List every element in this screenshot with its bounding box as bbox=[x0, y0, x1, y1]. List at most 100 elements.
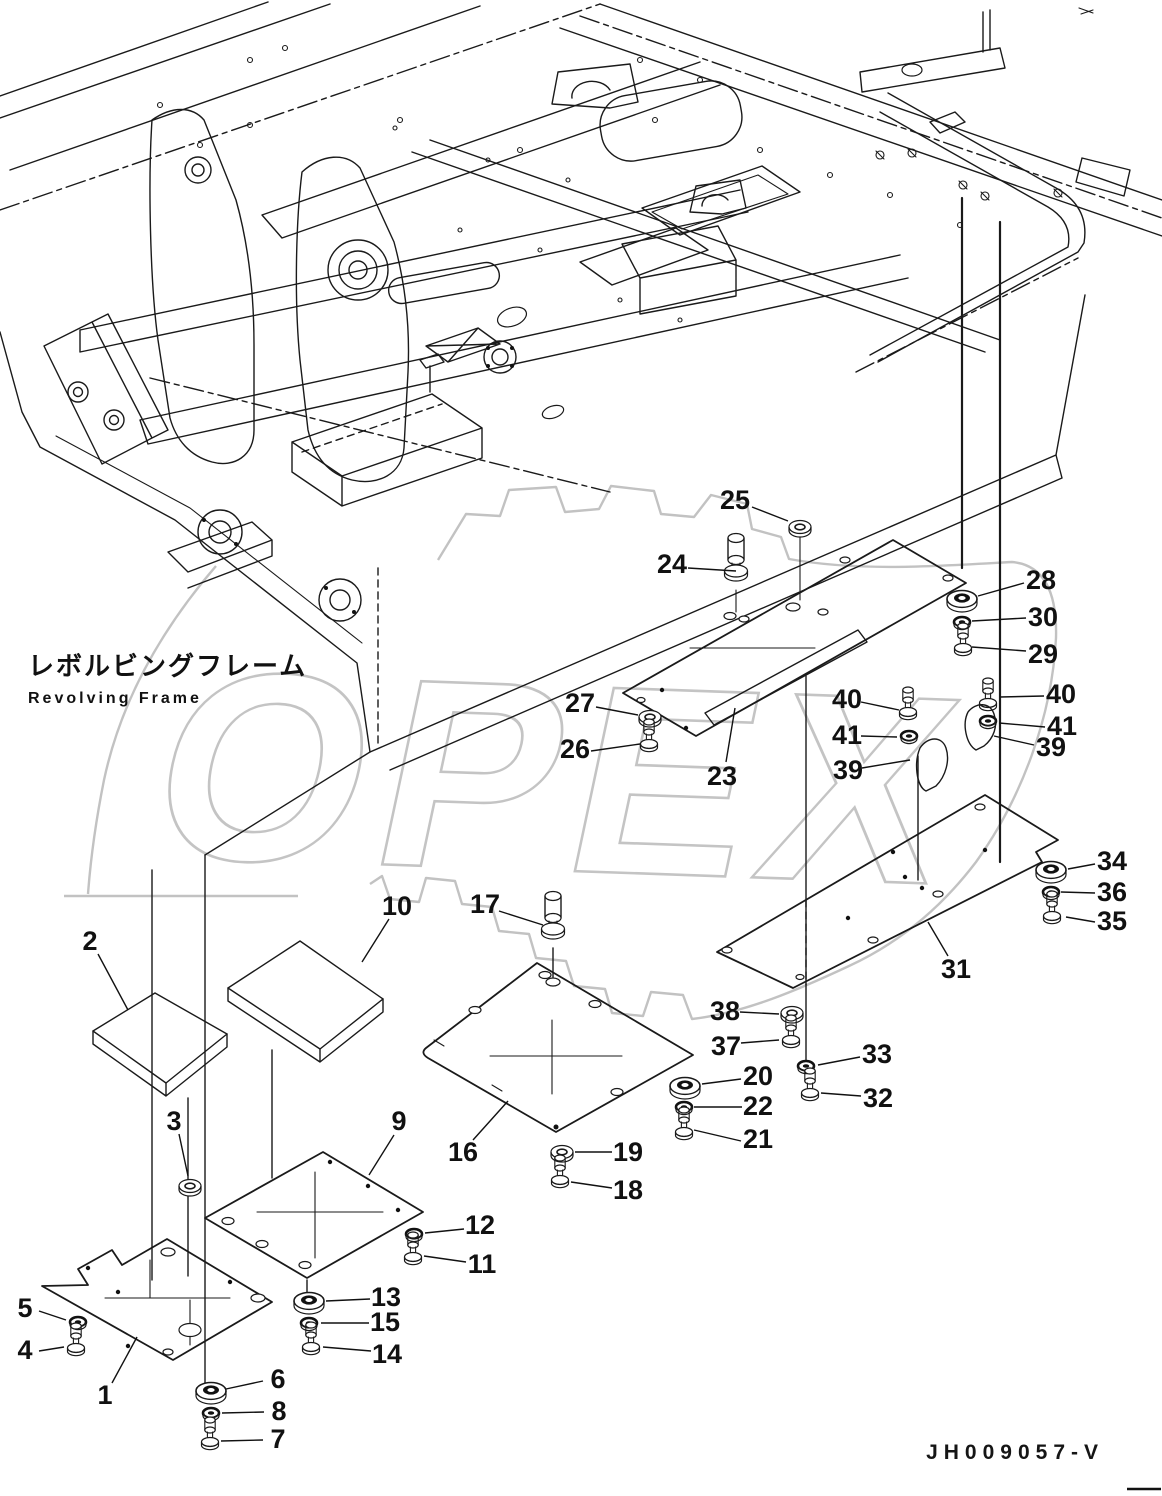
cover-plates bbox=[41, 539, 1059, 1361]
callouts-layer: 1234567891011121314151617181920212223242… bbox=[17, 485, 1127, 1454]
callout-leader-5 bbox=[38, 1310, 67, 1321]
callout-12: 12 bbox=[465, 1210, 495, 1240]
callout-leader-35 bbox=[1065, 916, 1096, 923]
frame-stud-details bbox=[156, 44, 1063, 323]
callout-7: 7 bbox=[270, 1424, 285, 1454]
callout-leader-41 bbox=[860, 735, 898, 738]
washer-13 bbox=[293, 1291, 325, 1315]
title-japanese: レボルビングフレーム bbox=[28, 651, 308, 681]
callout-32: 32 bbox=[863, 1083, 893, 1113]
title-block: レボルビングフレーム Revolving Frame bbox=[28, 646, 307, 708]
callout-leader-18 bbox=[570, 1181, 613, 1189]
washer-25-seat bbox=[785, 602, 801, 612]
callout-leader-38 bbox=[739, 1011, 780, 1015]
washer-25 bbox=[788, 519, 812, 538]
callout-13: 13 bbox=[371, 1282, 401, 1312]
callout-leader-3 bbox=[178, 1133, 189, 1177]
callout-leader-28 bbox=[977, 582, 1025, 597]
bolt-24 bbox=[723, 532, 749, 582]
callout-leader-24 bbox=[687, 567, 737, 572]
hardware bbox=[66, 519, 1067, 1451]
callout-leader-8 bbox=[221, 1411, 265, 1414]
plate-31 bbox=[716, 794, 1059, 989]
callout-leader-13 bbox=[325, 1298, 371, 1302]
callout-11: 11 bbox=[468, 1249, 497, 1279]
callout-leader-41 bbox=[998, 722, 1046, 728]
callout-8: 8 bbox=[271, 1396, 286, 1426]
revolving-frame-drawing bbox=[0, 1, 1162, 856]
washer-6 bbox=[195, 1381, 227, 1405]
plate-16 bbox=[422, 962, 694, 1133]
callout-36: 36 bbox=[1097, 877, 1127, 907]
callout-16: 16 bbox=[448, 1137, 478, 1167]
washer-34 bbox=[1035, 860, 1067, 884]
callout-19: 19 bbox=[613, 1137, 643, 1167]
callout-leader-16 bbox=[472, 1100, 509, 1141]
title-english: Revolving Frame bbox=[28, 690, 202, 707]
callout-18: 18 bbox=[613, 1175, 643, 1205]
callout-25: 25 bbox=[720, 485, 750, 515]
callout-15: 15 bbox=[370, 1307, 400, 1337]
callout-leader-39 bbox=[861, 759, 911, 769]
callout-40: 40 bbox=[832, 684, 862, 714]
callout-39: 39 bbox=[1036, 732, 1066, 762]
callout-41: 41 bbox=[1047, 711, 1077, 741]
callout-leader-7 bbox=[220, 1439, 264, 1442]
callout-leader-6 bbox=[225, 1380, 264, 1390]
projection-lines bbox=[151, 196, 1002, 1384]
callout-39: 39 bbox=[833, 755, 863, 785]
callout-6: 6 bbox=[270, 1364, 285, 1394]
callout-leader-40 bbox=[999, 695, 1045, 698]
callout-leader-29 bbox=[971, 646, 1027, 652]
callout-leader-27 bbox=[595, 706, 639, 716]
callout-37: 37 bbox=[711, 1031, 741, 1061]
callout-leader-1 bbox=[111, 1336, 138, 1384]
callout-leader-31 bbox=[927, 921, 949, 957]
callout-30: 30 bbox=[1028, 602, 1058, 632]
callout-leader-33 bbox=[817, 1056, 861, 1066]
callout-33: 33 bbox=[862, 1039, 892, 1069]
callout-10: 10 bbox=[382, 891, 412, 921]
callout-23: 23 bbox=[707, 761, 737, 791]
callout-24: 24 bbox=[657, 549, 687, 579]
callout-leader-20 bbox=[701, 1078, 742, 1085]
washer-20 bbox=[669, 1076, 701, 1100]
callout-leader-17 bbox=[498, 910, 544, 926]
callout-21: 21 bbox=[743, 1124, 773, 1154]
callout-leader-36 bbox=[1060, 891, 1096, 894]
plate-1 bbox=[41, 1238, 273, 1361]
callout-leader-32 bbox=[820, 1092, 862, 1097]
clip-39-right bbox=[964, 704, 997, 751]
plate-23 bbox=[622, 539, 967, 737]
bolt-24-washer bbox=[723, 611, 737, 621]
callout-leader-2 bbox=[97, 953, 129, 1011]
callout-leader-12 bbox=[424, 1228, 465, 1234]
callout-41: 41 bbox=[832, 720, 862, 750]
callout-31: 31 bbox=[941, 954, 971, 984]
callout-leader-39 bbox=[993, 735, 1035, 746]
bolt-24-seat bbox=[738, 615, 750, 623]
callout-leader-23 bbox=[725, 707, 736, 763]
callout-leader-21 bbox=[693, 1129, 742, 1142]
drawing-number: JH009057-V bbox=[926, 1441, 1104, 1464]
callout-17: 17 bbox=[470, 889, 500, 919]
callout-leader-14 bbox=[322, 1346, 372, 1352]
callout-27: 27 bbox=[565, 688, 595, 718]
callout-2: 2 bbox=[82, 926, 97, 956]
callout-26: 26 bbox=[560, 734, 590, 764]
plate-9 bbox=[204, 1151, 424, 1279]
clip-39-left bbox=[915, 738, 949, 792]
callout-9: 9 bbox=[391, 1106, 406, 1136]
washer-28 bbox=[946, 589, 978, 613]
callout-5: 5 bbox=[17, 1293, 32, 1323]
callout-leader-9 bbox=[368, 1134, 395, 1176]
watermark-swoosh bbox=[86, 565, 217, 895]
callout-29: 29 bbox=[1028, 639, 1058, 669]
callout-leader-40 bbox=[860, 701, 900, 711]
callout-leader-30 bbox=[971, 617, 1027, 622]
callout-leader-11 bbox=[423, 1255, 467, 1263]
callout-leader-10 bbox=[361, 918, 390, 963]
washer-3 bbox=[178, 1178, 202, 1197]
